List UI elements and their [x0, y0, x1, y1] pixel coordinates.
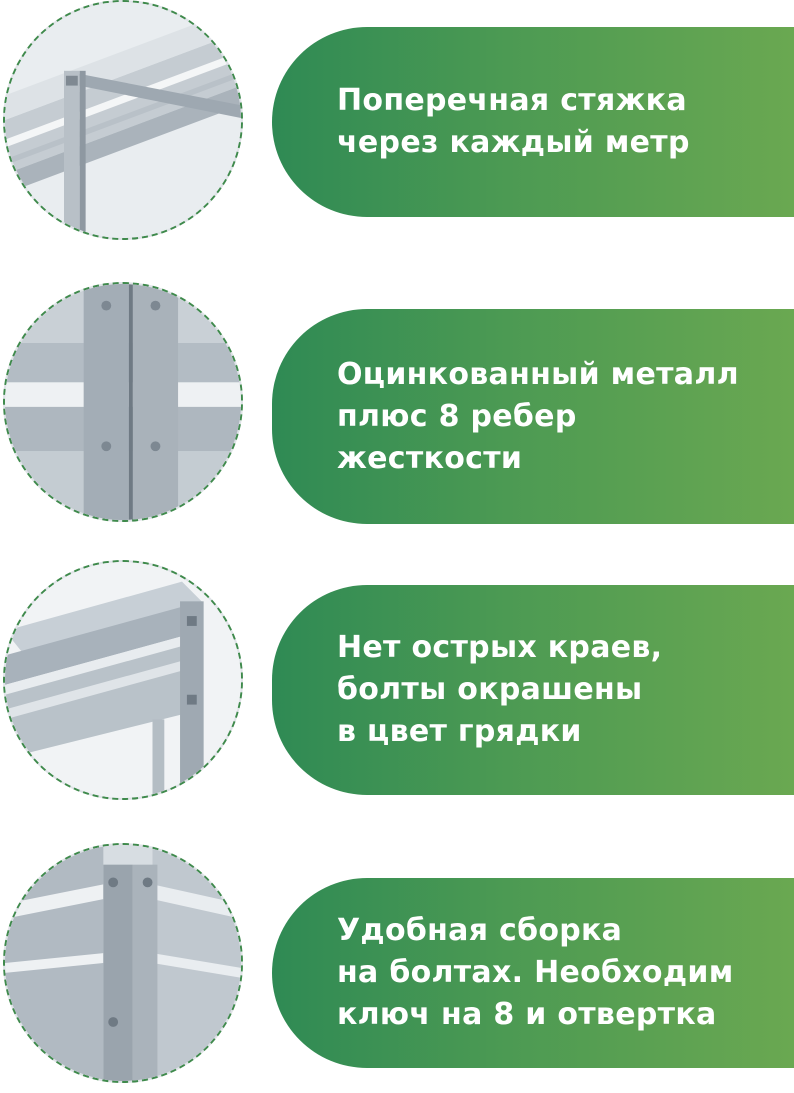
galvanized-metal-photo-icon	[3, 282, 243, 522]
feature-text: Поперечная стяжка через каждый метр	[337, 83, 690, 160]
feature-pill: Поперечная стяжка через каждый метр	[272, 27, 794, 217]
feature-row: Удобная сборка на болтах. Необходим ключ…	[0, 843, 794, 1093]
cross-brace-photo-icon	[3, 0, 243, 240]
feature-text: Нет острых краев, болты окрашены в цвет …	[337, 630, 663, 749]
feature-pill: Оцинкованный металл плюс 8 ребер жесткос…	[272, 309, 794, 524]
feature-text: Удобная сборка на болтах. Необходим ключ…	[337, 913, 734, 1032]
feature-row: Оцинкованный металл плюс 8 ребер жесткос…	[0, 282, 794, 532]
feature-row: Поперечная стяжка через каждый метр	[0, 0, 794, 250]
feature-pill: Удобная сборка на болтах. Необходим ключ…	[272, 878, 794, 1068]
feature-row: Нет острых краев, болты окрашены в цвет …	[0, 560, 794, 810]
feature-text: Оцинкованный металл плюс 8 ребер жесткос…	[337, 356, 739, 476]
rounded-edges-photo-icon	[3, 560, 243, 800]
feature-pill: Нет острых краев, болты окрашены в цвет …	[272, 585, 794, 795]
bolt-assembly-photo-icon	[3, 843, 243, 1083]
